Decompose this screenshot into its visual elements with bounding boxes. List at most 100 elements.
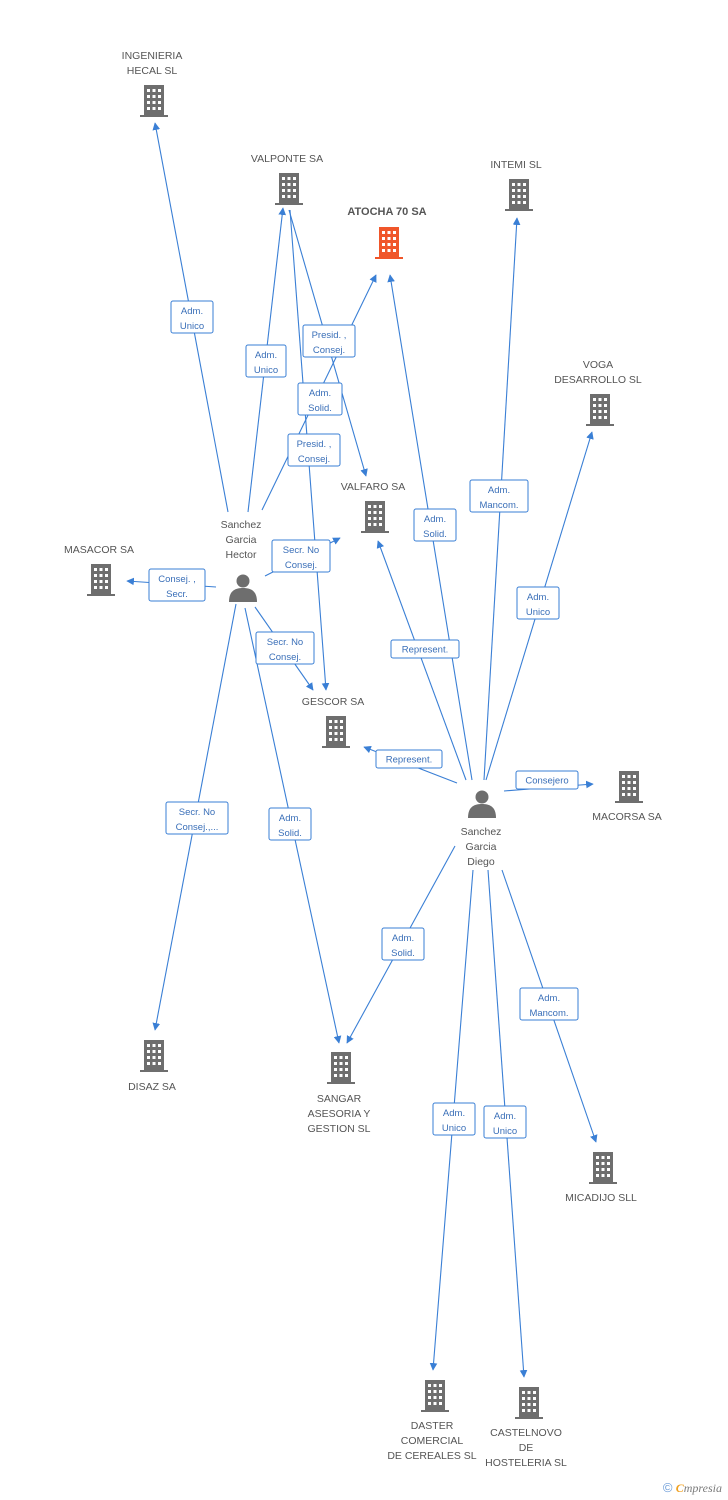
edge-label-text: Consej. bbox=[298, 454, 330, 465]
building-icon bbox=[87, 564, 115, 596]
edge-label-valponte-to-valfaro[interactable]: Adm.Solid. bbox=[297, 382, 343, 416]
building-icon bbox=[275, 173, 303, 205]
edge-label-box bbox=[302, 324, 356, 358]
building-icon bbox=[361, 501, 389, 533]
edge-label-box bbox=[432, 1102, 476, 1136]
edge-label-text: Solid. bbox=[391, 948, 415, 959]
edge-label-box bbox=[381, 927, 425, 961]
node-label: DISAZ SA bbox=[128, 1081, 176, 1093]
person-icon bbox=[229, 574, 257, 602]
node-macorsa[interactable]: MACORSA SA bbox=[592, 771, 662, 823]
edge-label-text: Presid. , bbox=[312, 330, 347, 341]
node-label: MICADIJO SLL bbox=[565, 1192, 637, 1204]
edge-label-diego-to-gescor[interactable]: Represent. bbox=[375, 749, 443, 769]
edge-label-text: Unico bbox=[180, 321, 204, 332]
node-intemi[interactable]: INTEMI SL bbox=[490, 159, 542, 211]
node-label: DASTER bbox=[411, 1420, 454, 1432]
building-icon bbox=[421, 1380, 449, 1412]
edge-label-text: Solid. bbox=[423, 529, 447, 540]
edge-label-hector-to-atocha[interactable]: Presid. ,Consej. bbox=[302, 324, 356, 358]
node-label: HECAL SL bbox=[127, 65, 178, 77]
edge-label-text: Unico bbox=[526, 607, 550, 618]
edge-label-text: Consej. bbox=[269, 652, 301, 663]
node-valfaro[interactable]: VALFARO SA bbox=[341, 481, 406, 533]
node-label: CASTELNOVO bbox=[490, 1427, 562, 1439]
edge-label-hector-to-valponte[interactable]: Adm.Unico bbox=[245, 344, 287, 378]
node-label: VOGA bbox=[583, 359, 613, 371]
node-label: Diego bbox=[467, 856, 495, 868]
node-valponte[interactable]: VALPONTE SA bbox=[251, 153, 323, 205]
node-label: MASACOR SA bbox=[64, 544, 134, 556]
edge-label-text: Secr. No bbox=[179, 807, 215, 818]
node-atocha[interactable]: ATOCHA 70 SA bbox=[347, 206, 427, 259]
node-label: Sanchez bbox=[221, 519, 262, 531]
node-label: VALPONTE SA bbox=[251, 153, 323, 165]
edge-label-text: Adm. bbox=[279, 813, 301, 824]
nodes-layer: INGENIERIA HECAL SL VALPONTE SA ATOCHA 70 S… bbox=[64, 50, 662, 1469]
node-label: INTEMI SL bbox=[490, 159, 542, 171]
edge-label-hector-to-masacor[interactable]: Consej. , Secr. bbox=[148, 568, 206, 602]
node-label: Garcia bbox=[466, 841, 497, 853]
node-label: Garcia bbox=[226, 534, 257, 546]
edge-label-diego-to-sangar[interactable]: Adm.Solid. bbox=[381, 927, 425, 961]
edge-label-hector-to-sangar[interactable]: Adm.Solid. bbox=[268, 807, 312, 841]
edge-label-box bbox=[148, 568, 206, 602]
node-voga[interactable]: VOGA DESARROLLO SL bbox=[554, 359, 642, 426]
edge-label-text: Consej. , bbox=[158, 574, 196, 585]
edge-label-hector-to-ingenieria[interactable]: Adm. Unico bbox=[170, 300, 214, 334]
node-label: INGENIERIA bbox=[122, 50, 183, 62]
edge-label-diego-to-atocha[interactable]: Adm. Solid. bbox=[413, 508, 457, 542]
node-label: SANGAR bbox=[317, 1093, 362, 1105]
node-ingenieria[interactable]: INGENIERIA HECAL SL bbox=[122, 50, 183, 117]
edge-label-text: Mancom. bbox=[479, 500, 518, 511]
node-label: DESARROLLO SL bbox=[554, 374, 642, 386]
edge-label-box bbox=[516, 586, 560, 620]
node-daster[interactable]: DASTER COMERCIAL DE CEREALES SL bbox=[387, 1380, 477, 1462]
building-icon bbox=[515, 1387, 543, 1419]
node-gescor[interactable]: GESCOR SA bbox=[302, 696, 364, 748]
edge-label-diego-to-voga[interactable]: Adm.Unico bbox=[516, 586, 560, 620]
node-micadijo[interactable]: MICADIJO SLL bbox=[565, 1152, 637, 1204]
edge-label-diego-to-castelnovo[interactable]: Adm.Unico bbox=[483, 1105, 527, 1139]
edge-label-diego-to-macorsa[interactable]: Consejero bbox=[515, 770, 579, 790]
building-icon bbox=[586, 394, 614, 426]
edge-label-text: Unico bbox=[442, 1123, 466, 1134]
edge-label-text: Represent. bbox=[386, 755, 432, 766]
edge-label-diego-to-micadijo[interactable]: Adm.Mancom. bbox=[519, 987, 579, 1021]
building-icon bbox=[140, 85, 168, 117]
node-label: GESTION SL bbox=[307, 1123, 370, 1135]
edge-label-text: Mancom. bbox=[529, 1008, 568, 1019]
edge-label-text: Adm. bbox=[181, 306, 203, 317]
edge-label-diego-to-intemi[interactable]: Adm. Mancom. bbox=[469, 479, 529, 513]
edge-label-box bbox=[375, 749, 443, 769]
edge-label-text: Adm. bbox=[488, 485, 510, 496]
node-masacor[interactable]: MASACOR SA bbox=[64, 544, 134, 596]
edge-label-text: Secr. bbox=[166, 589, 188, 600]
edge-label-box bbox=[165, 801, 229, 835]
node-label: DE CEREALES SL bbox=[387, 1450, 476, 1462]
node-disaz[interactable]: DISAZ SA bbox=[128, 1040, 176, 1093]
building-icon bbox=[322, 716, 350, 748]
edge-label-text: Represent. bbox=[402, 645, 448, 656]
edge-arrow bbox=[376, 540, 467, 781]
node-label: GESCOR SA bbox=[302, 696, 364, 708]
edge-label-valponte-to-gescor[interactable]: Presid. ,Consej. bbox=[287, 433, 341, 467]
edge-label-text: Adm. bbox=[424, 514, 446, 525]
person-icon bbox=[468, 790, 496, 818]
edge-label-hector-to-disaz[interactable]: Secr. NoConsej.,... bbox=[165, 801, 229, 835]
edge-label-box bbox=[519, 987, 579, 1021]
edge-label-diego-to-valfaro[interactable]: Represent. bbox=[390, 639, 460, 659]
building-icon bbox=[615, 771, 643, 803]
edge-label-diego-to-daster[interactable]: Adm.Unico bbox=[432, 1102, 476, 1136]
node-label: COMERCIAL bbox=[401, 1435, 464, 1447]
edge-label-text: Unico bbox=[493, 1126, 517, 1137]
node-label: MACORSA SA bbox=[592, 811, 661, 823]
